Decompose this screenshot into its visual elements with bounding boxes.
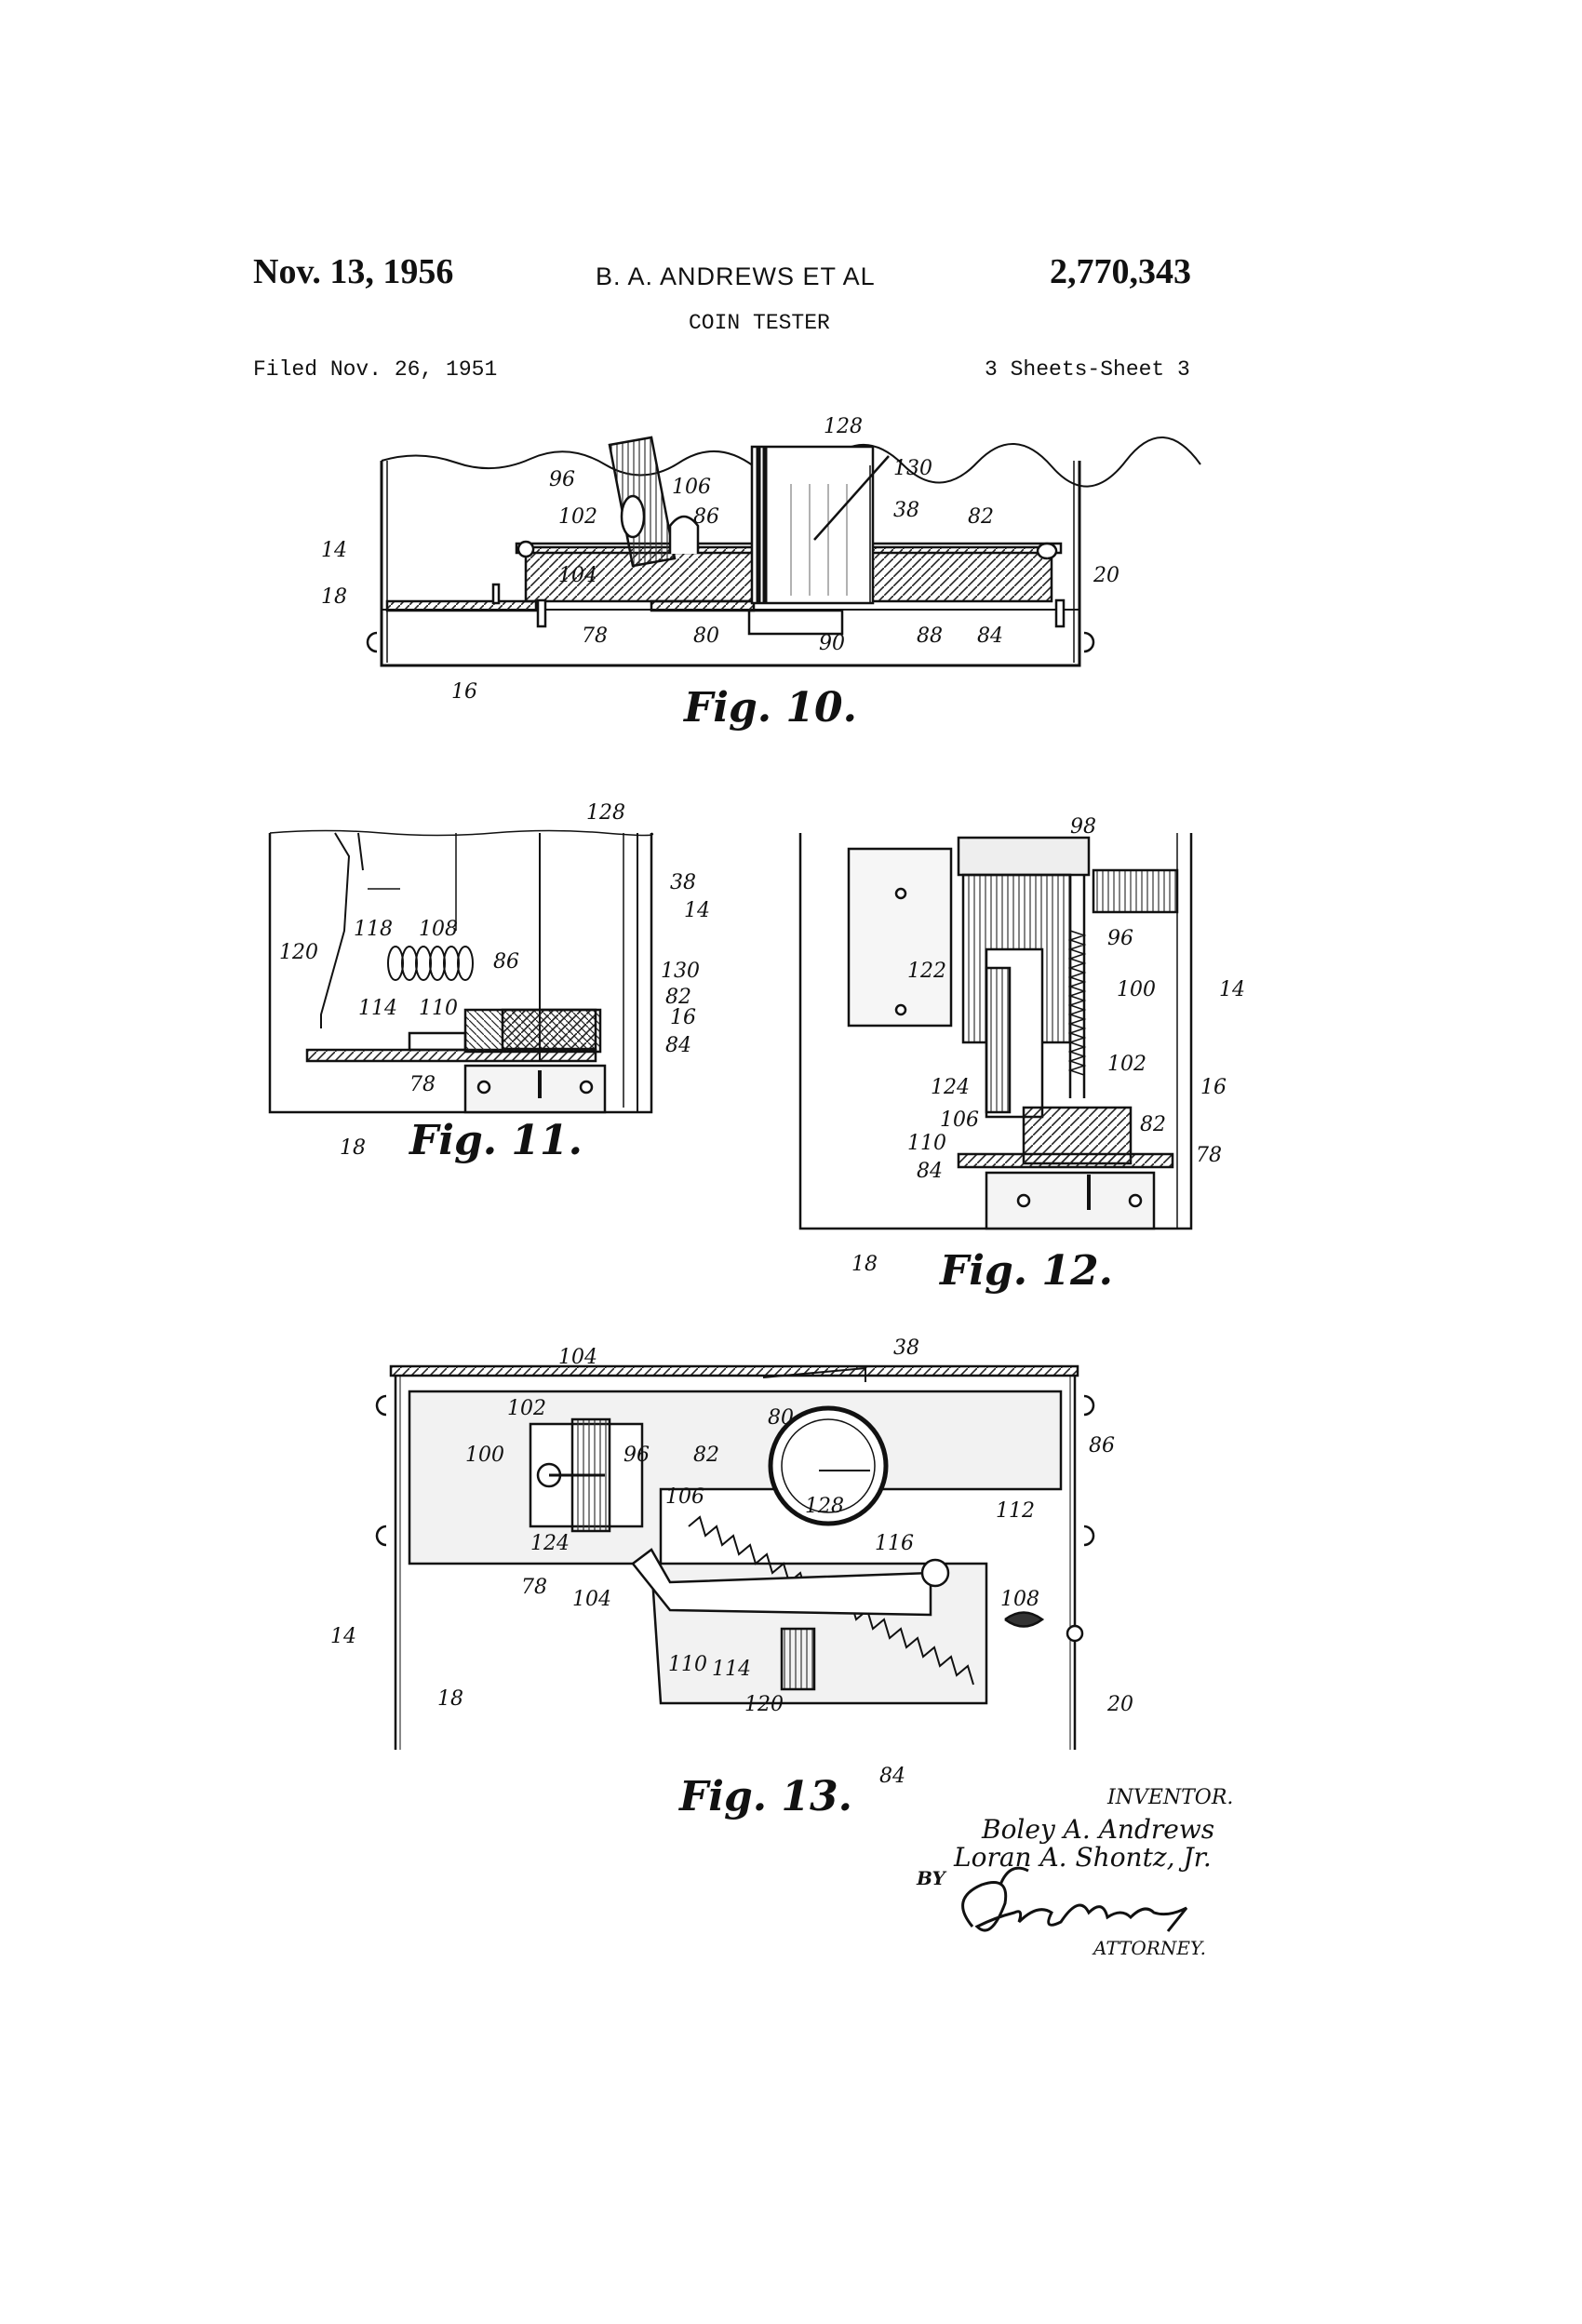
fig12-label: 122	[907, 960, 946, 983]
fig12-label: 110	[907, 1132, 946, 1155]
fig10-label: 20	[1093, 564, 1119, 587]
attorney-signature	[961, 1866, 1188, 1932]
fig13-label: 14	[330, 1625, 356, 1648]
fig10-label: 96	[549, 468, 575, 491]
fig12-label: 106	[940, 1108, 979, 1132]
fig11-label: 86	[493, 950, 519, 974]
figure-13	[375, 1364, 1095, 1750]
fig13-label: 110	[668, 1653, 707, 1676]
fig13-label: 78	[521, 1576, 547, 1599]
fig10-label: 78	[582, 625, 608, 648]
sheet-count: 3 Sheets-Sheet 3	[985, 357, 1190, 382]
fig10-label: 90	[819, 632, 845, 655]
patent-date: Nov. 13, 1956	[253, 252, 454, 291]
fig10-label: 38	[893, 499, 919, 522]
figure-13-labels: 104 38 102 100 96 82 80 86 106 128 112 1…	[330, 1337, 1133, 1820]
fig11-label: 14	[684, 899, 710, 922]
fig10-label: 106	[672, 476, 711, 499]
fig13-label: 80	[768, 1406, 794, 1430]
fig10-label: 14	[321, 539, 347, 562]
fig11-label: 82	[665, 986, 691, 1009]
fig11-label: 84	[665, 1034, 691, 1057]
fig13-label: 18	[437, 1687, 463, 1711]
fig12-label: 98	[1070, 815, 1096, 839]
fig13-label: 96	[623, 1444, 650, 1467]
fig13-label: 102	[507, 1397, 546, 1420]
figure-10-labels: 96 102 106 86 128 130 38 82 14 18 104 20…	[321, 415, 1119, 732]
inventor-2-name: Loran A. Shontz, Jr.	[953, 1842, 1212, 1873]
fig12-label: 102	[1107, 1053, 1146, 1076]
fig13-label: 38	[893, 1337, 919, 1360]
fig13-label: 108	[1000, 1588, 1039, 1611]
fig10-label: 84	[977, 625, 1003, 648]
by-label: BY	[916, 1867, 947, 1889]
fig11-label: 130	[661, 960, 700, 983]
fig13-label: 124	[530, 1532, 570, 1555]
patent-title: COIN TESTER	[689, 311, 830, 335]
fig12-label: 124	[931, 1076, 970, 1099]
fig13-label: 120	[744, 1693, 784, 1716]
fig13-label: 106	[665, 1485, 704, 1509]
fig11-label: 38	[670, 871, 696, 894]
fig13-label: 100	[465, 1444, 504, 1467]
fig11-label: 110	[419, 997, 458, 1020]
fig12-label: 14	[1219, 978, 1245, 1001]
inventor-heading: INVENTOR.	[1106, 1786, 1233, 1809]
fig12-label: 16	[1200, 1076, 1227, 1099]
fig13-label: 86	[1089, 1434, 1115, 1458]
fig10-label: 82	[968, 505, 994, 529]
fig11-caption: Fig. 11.	[408, 1117, 583, 1164]
fig11-label: 120	[279, 941, 318, 964]
inventor-names: B. A. ANDREWS ET AL	[596, 262, 876, 290]
fig10-label: 18	[321, 585, 347, 609]
figure-12-labels: 98 96 100 14 122 102 16 124 106 82 110 7…	[851, 815, 1245, 1295]
signature-block: INVENTOR. Boley A. Andrews Loran A. Shon…	[916, 1786, 1233, 1959]
fig12-label: 82	[1140, 1113, 1166, 1136]
fig12-label: 100	[1117, 978, 1156, 1001]
fig13-caption: Fig. 13.	[677, 1773, 852, 1820]
fig10-label: 80	[693, 625, 719, 648]
fig11-label: 108	[419, 918, 458, 941]
fig12-label: 84	[917, 1160, 943, 1183]
figure-10	[366, 436, 1201, 667]
fig13-label: 112	[996, 1499, 1035, 1523]
fig10-label: 104	[558, 564, 597, 587]
fig12-label: 18	[851, 1253, 878, 1276]
fig13-label: 84	[879, 1765, 905, 1788]
fig12-caption: Fig. 12.	[938, 1247, 1113, 1295]
attorney-label: ATTORNEY.	[1092, 1937, 1206, 1959]
fig13-label: 128	[805, 1495, 844, 1518]
fig10-label: 16	[451, 680, 477, 704]
fig13-label: 114	[712, 1658, 751, 1681]
fig13-label: 20	[1106, 1693, 1133, 1716]
fig11-label: 18	[340, 1136, 366, 1160]
fig11-label: 128	[586, 801, 625, 825]
inventor-1-name: Boley A. Andrews	[981, 1814, 1214, 1845]
fig10-label: 128	[824, 415, 863, 438]
fig11-label: 16	[670, 1006, 696, 1029]
fig10-label: 102	[558, 505, 597, 529]
fig13-label: 104	[572, 1588, 611, 1611]
fig10-caption: Fig. 10.	[682, 684, 857, 732]
fig10-label: 130	[893, 457, 932, 480]
fig11-label: 114	[358, 997, 397, 1020]
fig12-label: 78	[1196, 1144, 1222, 1167]
patent-number: 2,770,343	[1050, 252, 1191, 291]
fig11-label: 78	[409, 1073, 436, 1096]
fig13-label: 104	[558, 1346, 597, 1369]
fig12-label: 96	[1107, 927, 1133, 950]
filing-date: Filed Nov. 26, 1951	[253, 357, 498, 382]
fig11-label: 118	[354, 918, 393, 941]
figure-11	[268, 829, 654, 1114]
fig13-label: 116	[875, 1532, 914, 1555]
figure-12	[798, 833, 1193, 1230]
fig10-label: 86	[693, 505, 719, 529]
fig13-label: 82	[693, 1444, 719, 1467]
figure-11-labels: 128 38 14 118 108 120 86 130 82 16 114 1…	[279, 801, 710, 1164]
fig10-label: 88	[917, 625, 943, 648]
